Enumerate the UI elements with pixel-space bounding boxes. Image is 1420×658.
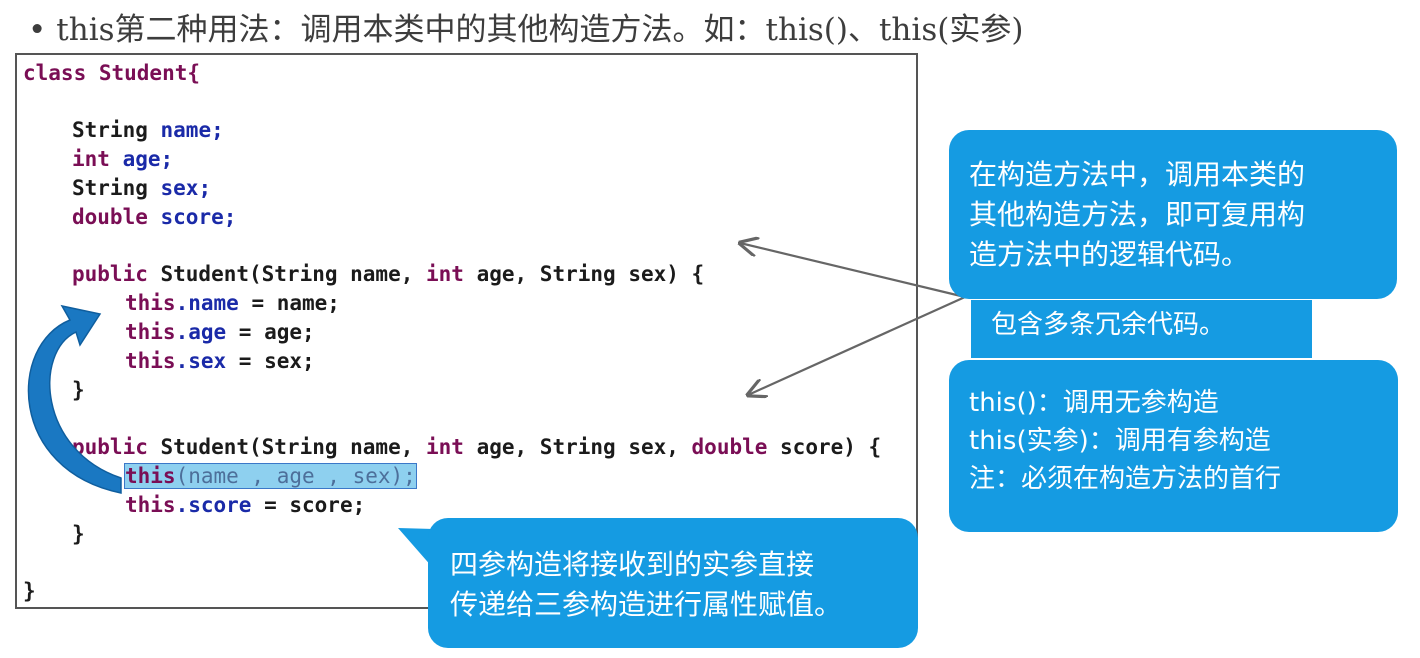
this-call-rules-bubble: this()：调用无参构造 this(实参)：调用有参构造 注：必须在构造方法的…	[949, 360, 1398, 532]
heading-text: this第二种用法：调用本类中的其他构造方法。如：this()、this(实参)	[56, 12, 1024, 48]
reuse-constructor-bubble: 在构造方法中，调用本类的 其他构造方法，即可复用构 造方法中的逻辑代码。	[949, 130, 1397, 299]
code-line-ctor1-assign-sex: this.sex = sex;	[125, 349, 315, 373]
curved-arrow-icon	[27, 304, 122, 494]
code-line-ctor2-signature: public Student(String name, int age, Str…	[72, 435, 882, 459]
code-box: class Student{ String name; int age; Str…	[15, 53, 918, 609]
redundant-code-note: 包含多条冗余代码。	[971, 300, 1312, 358]
slide-heading: •this第二种用法：调用本类中的其他构造方法。如：this()、this(实参…	[28, 8, 1023, 52]
bullet-icon: •	[28, 12, 47, 48]
code-line-ctor1-signature: public Student(String name, int age, Str…	[72, 262, 705, 286]
pointer-arrow-to-ctor1	[740, 243, 966, 299]
code-line-ctor2-this-call: this(name , age , sex);	[124, 461, 417, 491]
code-line-ctor1-assign-age: this.age = age;	[125, 320, 315, 344]
code-line-ctor1-assign-name: this.name = name;	[125, 291, 340, 315]
pass-args-bubble: 四参构造将接收到的实参直接 传递给三参构造进行属性赋值。	[428, 518, 918, 648]
pointer-arrow-to-ctor2	[748, 295, 966, 395]
code-line-ctor2-assign-score: this.score = score;	[125, 493, 366, 517]
highlighted-this-call: this(name , age , sex);	[124, 463, 417, 489]
code-line-field-age: int age;	[72, 147, 174, 171]
code-line-ctor2-close: }	[72, 522, 85, 546]
code-line-ctor1-close: }	[72, 378, 85, 402]
code-line-class-decl: class Student{	[23, 61, 201, 85]
code-line-field-score: double score;	[72, 205, 237, 229]
code-line-field-sex: String sex;	[72, 176, 212, 200]
code-line-field-name: String name;	[72, 118, 224, 142]
code-line-class-close: }	[23, 579, 36, 603]
